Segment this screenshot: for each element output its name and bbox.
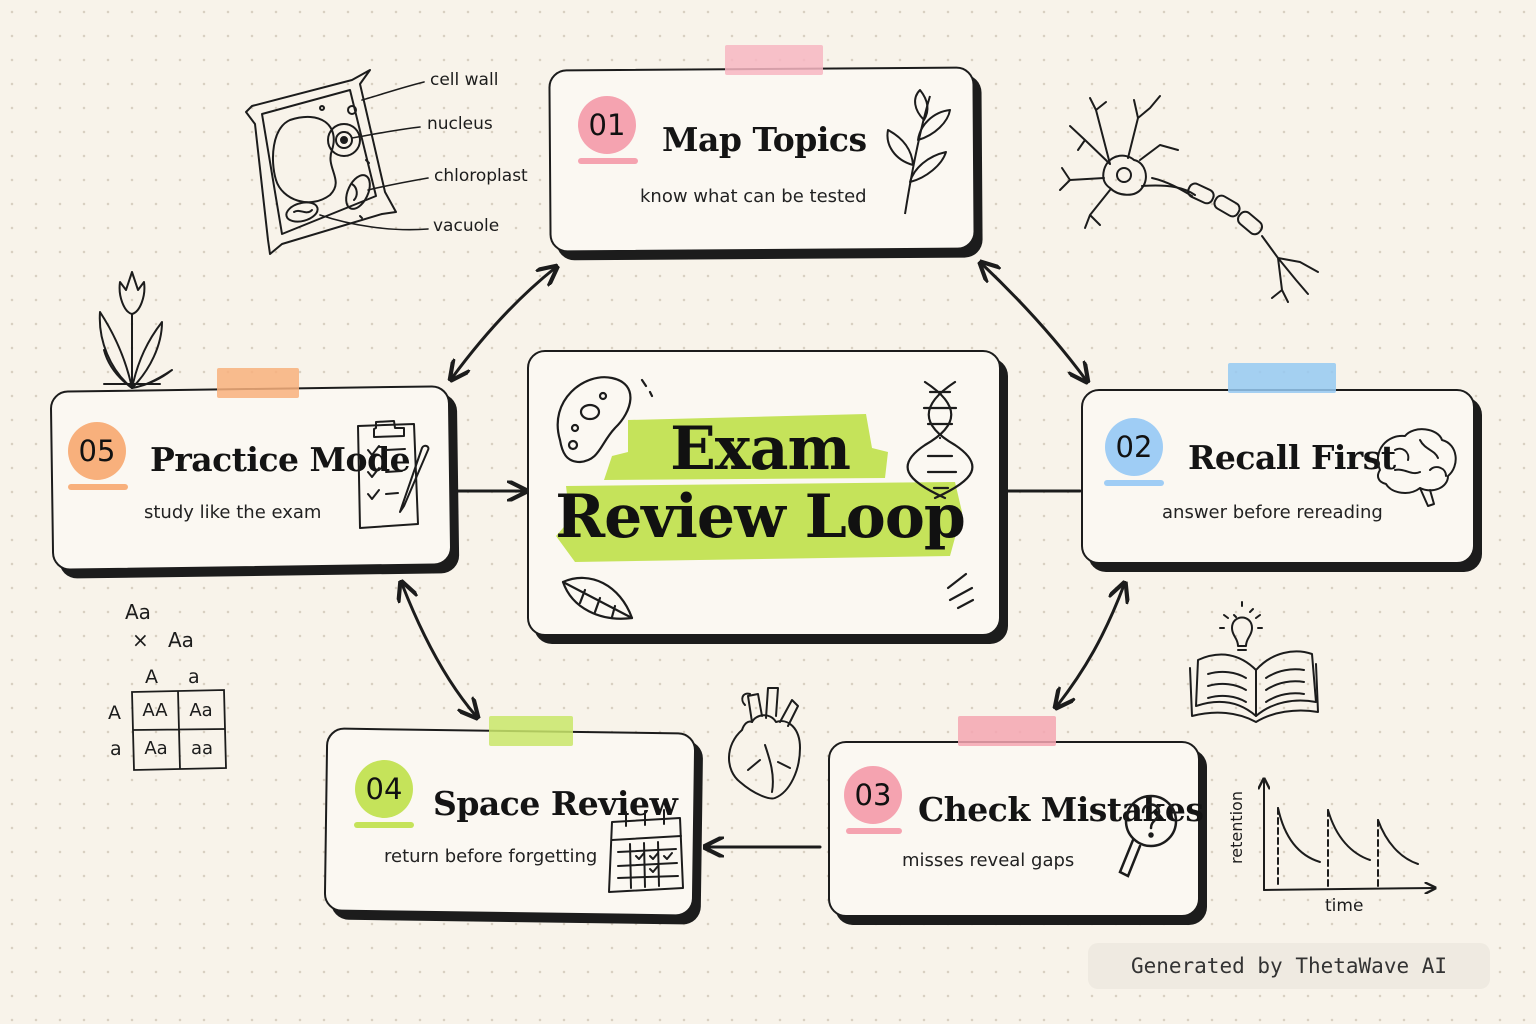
step-subtitle-02: answer before rereading [1162,502,1383,523]
punnett-col-header-a: a [188,666,200,688]
leaf-icon [561,576,634,620]
punnett-cell-Aa-1: Aa [189,700,213,721]
tape-02 [1228,363,1336,393]
footer-generated-by: Generated by ThetaWave AI [1088,943,1490,989]
punnett-row-header-a: a [110,738,122,760]
punnett-cross: × [132,628,149,652]
step-subtitle-03: misses reveal gaps [902,850,1075,871]
arrow-01-05 [452,268,555,378]
tape-04 [489,716,573,746]
tape-03 [958,716,1056,746]
retention-xlabel: time [1325,896,1364,916]
arrow-05-04 [402,584,476,716]
tape-05 [217,368,299,398]
step-number-underline-01 [578,158,638,164]
arrow-01-02 [982,264,1086,380]
center-title: Exam Review Loop [520,415,1000,551]
punnett-cell-Aa-2: Aa [144,738,168,759]
tape-01 [725,45,823,75]
motion-marks-icon [946,572,975,610]
label-nucleus: nucleus [427,114,493,134]
center-title-line2: Review Loop [555,482,966,552]
punnett-cell-AA: AA [142,700,168,721]
arrow-02-03 [1057,585,1124,706]
label-vacuole: vacuole [433,216,500,236]
step-number-underline-03 [846,828,902,834]
step-subtitle-05: study like the exam [144,502,322,523]
punnett-col-header-A: A [145,666,158,688]
step-number-underline-02 [1104,480,1164,486]
step-subtitle-04: return before forgetting [384,846,598,867]
step-title-02: Recall First [1188,438,1396,477]
punnett-parent1: Aa [125,600,151,624]
step-number-04: 04 [355,760,413,818]
center-title-line1: Exam [670,414,851,484]
retention-ylabel: retention [1226,791,1246,864]
step-number-03: 03 [844,766,902,824]
step-number-02: 02 [1105,418,1163,476]
dna-helix-icon [906,380,974,500]
punnett-cell-aa: aa [190,738,214,759]
step-subtitle-01: know what can be tested [640,186,867,207]
cell-blob-icon [556,376,654,464]
step-title-01: Map Topics [662,120,867,159]
punnett-parent2: Aa [168,628,194,652]
step-title-04: Space Review [433,784,678,823]
label-chloroplast: chloroplast [434,166,528,186]
step-number-05: 05 [68,422,126,480]
punnett-row-header-A: A [108,702,121,724]
step-number-01: 01 [578,96,636,154]
step-number-underline-05 [68,484,128,490]
label-cell-wall: cell wall [430,70,499,90]
step-card-02[interactable] [1081,389,1475,564]
step-number-underline-04 [354,822,414,828]
